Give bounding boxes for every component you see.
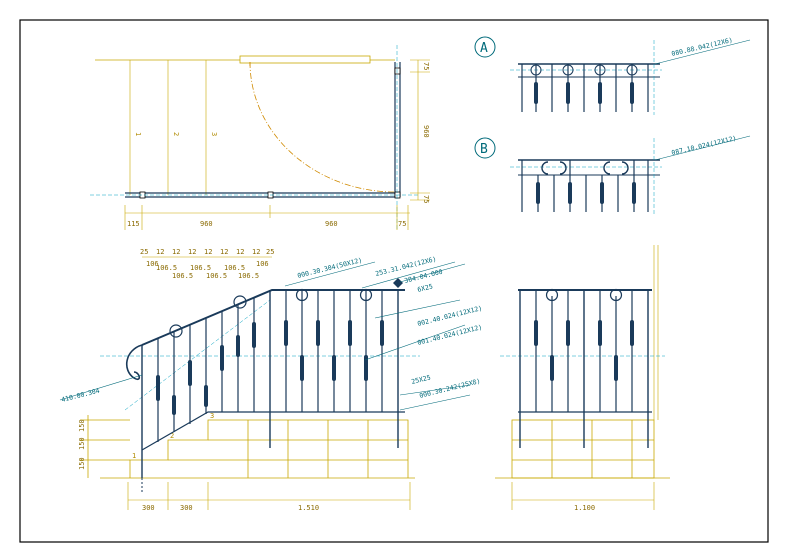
plan-stair-number: 3: [210, 132, 218, 136]
spacing-dim: 106: [146, 260, 159, 268]
side-elevation-view: 1.100: [495, 245, 670, 512]
spacing-dim: 106.5: [172, 272, 193, 280]
elevation-dim-bottom: 1.510: [298, 504, 319, 512]
plan-stair-number: 1: [134, 132, 142, 136]
spacing-dim: 25: [266, 248, 274, 256]
spacing-dim: 106.5: [190, 264, 211, 272]
left-height-dim: 150: [78, 457, 86, 470]
elevation-dim-bottom: 300: [142, 504, 155, 512]
detail-a-part-label: 080.88.042(12X6): [671, 36, 734, 58]
step-number: 1: [132, 452, 136, 460]
spacing-dim: 106.5: [156, 264, 177, 272]
elevation-view: 25 12 12 12 12 12 12 12 25 106 106.5 106…: [59, 248, 483, 512]
part-label-finial-size: 6X25: [417, 282, 434, 294]
spacing-dim: 12: [236, 248, 244, 256]
part-label-post-b: 001.40.024(12X12): [417, 323, 483, 347]
plan-view: 1 2 3 115 960 960 75 75 960 75: [90, 45, 430, 230]
spacing-dim: 106.5: [238, 272, 259, 280]
part-label-volute: 410.00.304: [61, 387, 101, 404]
spacing-dim: 12: [220, 248, 228, 256]
plan-stair-number: 2: [172, 132, 180, 136]
spacing-dim: 12: [204, 248, 212, 256]
left-height-dim: 150: [78, 437, 86, 450]
spacing-dim: 12: [252, 248, 260, 256]
plan-dim-bottom: 960: [200, 220, 213, 228]
detail-b-part-label: 087.10.024(12X12): [671, 134, 738, 157]
plan-dim-right: 75: [422, 62, 430, 70]
left-height-dim: 150: [78, 419, 86, 432]
plan-dim-right: 960: [422, 125, 430, 138]
plan-dim-bottom: 115: [127, 220, 140, 228]
step-number: 3: [210, 412, 214, 420]
spacing-dim: 12: [172, 248, 180, 256]
elevation-dim-bottom: 300: [180, 504, 193, 512]
part-label-finial: 384.04.000: [404, 268, 444, 285]
spacing-dim: 106.5: [206, 272, 227, 280]
plan-dim-right: 75: [422, 195, 430, 203]
side-dim-bottom: 1.100: [574, 504, 595, 512]
spacing-dim: 12: [188, 248, 196, 256]
spacing-dim: 106.5: [224, 264, 245, 272]
spacing-dim: 25: [140, 248, 148, 256]
detail-b-view: B 087.10.024(12X12): [474, 134, 751, 215]
plan-dim-bottom: 75: [398, 220, 406, 228]
sheet-border: [19, 19, 769, 543]
part-label-bar-size: 25X25: [411, 373, 432, 386]
spacing-dim: 12: [156, 248, 164, 256]
detail-b-tag: B: [480, 142, 488, 157]
plan-dim-bottom: 960: [325, 220, 338, 228]
detail-a-tag: A: [480, 41, 488, 56]
spacing-dim: 106: [256, 260, 269, 268]
detail-a-view: A 080.88.042(12X6): [474, 36, 751, 115]
step-number: 2: [170, 432, 174, 440]
